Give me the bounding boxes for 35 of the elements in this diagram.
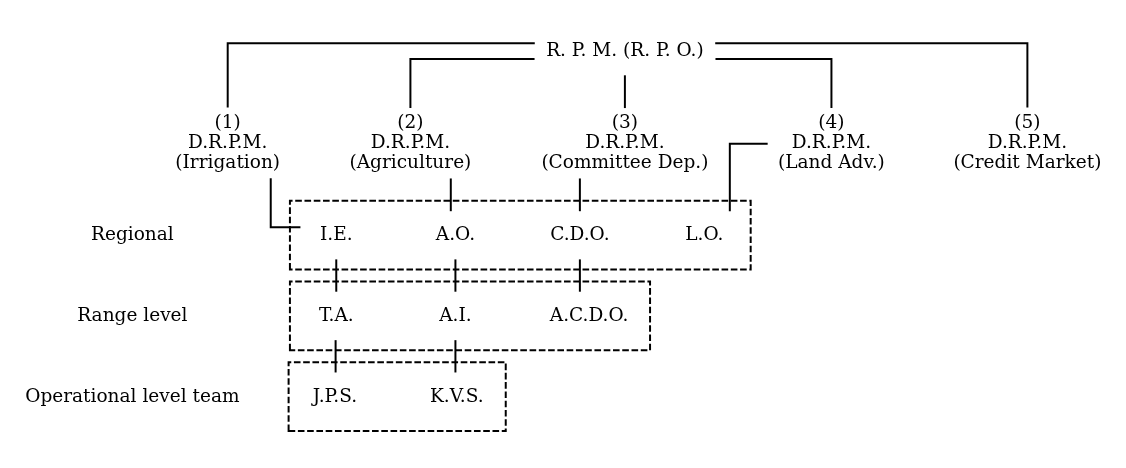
node-text: K.V.S. bbox=[429, 384, 484, 406]
node-text: A.I. bbox=[439, 303, 472, 325]
cluster bbox=[287, 360, 507, 432]
connector bbox=[335, 257, 338, 293]
node-text: A.C.D.O. bbox=[549, 303, 629, 325]
connector bbox=[226, 41, 536, 109]
connector bbox=[623, 73, 626, 109]
node-text: (2) D.R.P.M. (Agriculture) bbox=[349, 110, 472, 172]
node-text: L.O. bbox=[685, 222, 724, 244]
cluster bbox=[288, 280, 652, 351]
node-text: J.P.S. bbox=[312, 384, 358, 406]
connector bbox=[409, 57, 536, 109]
label: Operational level team bbox=[25, 384, 240, 406]
node-text: (1) D.R.P.M. (Irrigation) bbox=[175, 110, 281, 172]
node-text: (5) D.R.P.M. (Credit Market) bbox=[953, 110, 1102, 172]
connector bbox=[454, 338, 457, 373]
node-text: I.E. bbox=[319, 222, 353, 244]
connector bbox=[269, 176, 302, 228]
label: Regional bbox=[91, 222, 174, 244]
connector bbox=[714, 41, 1029, 109]
connector bbox=[449, 176, 452, 212]
connector bbox=[728, 142, 769, 212]
node-text: T.A. bbox=[318, 303, 354, 325]
node-text: C.D.O. bbox=[550, 222, 610, 244]
cluster bbox=[288, 199, 752, 271]
connector bbox=[714, 57, 833, 109]
node-text: R. P. M. (R. P. O.) bbox=[546, 38, 704, 60]
node-text: A.O. bbox=[435, 222, 476, 244]
connector bbox=[334, 338, 337, 373]
node-text: (4) D.R.P.M. (Land Adv.) bbox=[778, 110, 885, 172]
connector bbox=[578, 257, 581, 293]
label: Range level bbox=[77, 303, 188, 325]
connector bbox=[578, 176, 581, 212]
connector bbox=[454, 257, 457, 293]
node-text: (3) D.R.P.M. (Committee Dep.) bbox=[541, 110, 709, 172]
